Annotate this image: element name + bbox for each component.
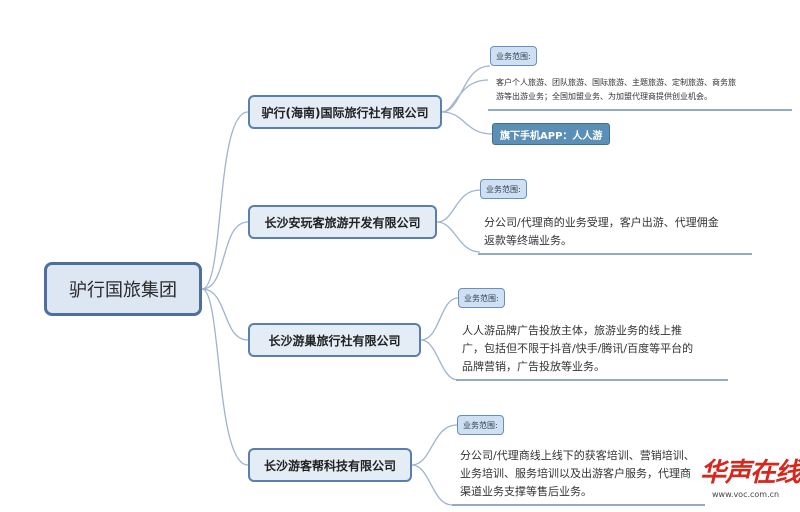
desc-line: 返款等终端业务。 (484, 234, 572, 247)
company-node-1: 驴行(海南)国际旅行社有限公司 (248, 95, 442, 129)
link-company-4-tag (411, 424, 458, 466)
scope-tag-4: 业务范围: (457, 415, 504, 435)
root-label: 驴行国旅集团 (69, 280, 177, 301)
company-label: 长沙游客帮科技有限公司 (263, 458, 396, 473)
desc-line: 分公司/代理商的业务受理，客户出游、代理佣金 (484, 216, 719, 229)
company-label: 长沙游巢旅行社有限公司 (268, 333, 401, 348)
scope-desc-2: 分公司/代理商的业务受理，客户出游、代理佣金 返款等终端业务。 (484, 214, 719, 250)
link-root-company-4 (201, 288, 249, 466)
link-root-company-1 (201, 111, 249, 290)
scope-tag-1: 业务范围: (490, 46, 537, 66)
scope-tag-3: 业务范围: (458, 288, 505, 308)
link-company-3-tag (420, 297, 459, 341)
watermark-url: www.voc.com.cn (712, 490, 780, 499)
scope-desc-4: 分公司/代理商线上线下的获客培训、营销培训、 业务培训、服务培训以及出游客户服务… (460, 447, 695, 501)
company-label: 驴行(海南)国际旅行社有限公司 (261, 105, 429, 120)
scope-tag-label: 业务范围: (486, 184, 521, 194)
desc-line: 渠道业务支撑等售后业务。 (460, 485, 592, 498)
watermark-text: 华声在线 (700, 458, 800, 488)
desc-line: 业务培训、服务培训以及出游客户服务，代理商 (460, 467, 691, 480)
link-company-1-desc (441, 79, 489, 113)
link-company-1-app (441, 111, 493, 135)
link-company-2-desc (436, 221, 481, 253)
app-badge: 旗下手机APP：人人游 (492, 123, 611, 145)
company-node-3: 长沙游巢旅行社有限公司 (248, 323, 421, 357)
link-company-4-desc (411, 464, 453, 506)
desc-line: 客户个人旅游、团队旅游、国际旅游、主题旅游、定制旅游、商务旅 (496, 78, 736, 87)
scope-tag-2: 业务范围: (480, 179, 527, 199)
desc-line: 人人游品牌广告投放主体，旅游业务的线上推 (462, 324, 682, 337)
link-company-2-tag (436, 189, 481, 223)
scope-desc-3: 人人游品牌广告投放主体，旅游业务的线上推 广，包括但不限于抖音/快手/腾讯/百度… (462, 322, 693, 376)
scope-tag-label: 业务范围: (463, 420, 498, 430)
scope-desc-1: 客户个人旅游、团队旅游、国际旅游、主题旅游、定制旅游、商务旅 游等出游业务；全国… (496, 76, 736, 104)
scope-tag-label: 业务范围: (496, 51, 531, 61)
company-node-2: 长沙安玩客旅游开发有限公司 (248, 205, 437, 239)
link-company-3-desc (420, 339, 459, 381)
desc-line: 品牌营销，广告投放等业务。 (462, 360, 605, 373)
link-root-company-3 (201, 288, 249, 341)
company-node-4: 长沙游客帮科技有限公司 (248, 448, 412, 482)
desc-line: 分公司/代理商线上线下的获客培训、营销培训、 (460, 449, 695, 462)
desc-line: 游等出游业务；全国加盟业务、为加盟代理商提供创业机会。 (496, 92, 712, 101)
root-node: 驴行国旅集团 (44, 262, 202, 316)
scope-tag-label: 业务范围: (464, 293, 499, 303)
link-root-company-2 (201, 221, 249, 290)
app-label: 旗下手机APP：人人游 (500, 130, 603, 142)
link-company-1-tag (441, 65, 491, 113)
watermark-logo: 华声在线 www.voc.com.cn (700, 452, 800, 508)
company-label: 长沙安玩客旅游开发有限公司 (264, 215, 421, 230)
desc-line: 广，包括但不限于抖音/快手/腾讯/百度等平台的 (462, 342, 694, 355)
